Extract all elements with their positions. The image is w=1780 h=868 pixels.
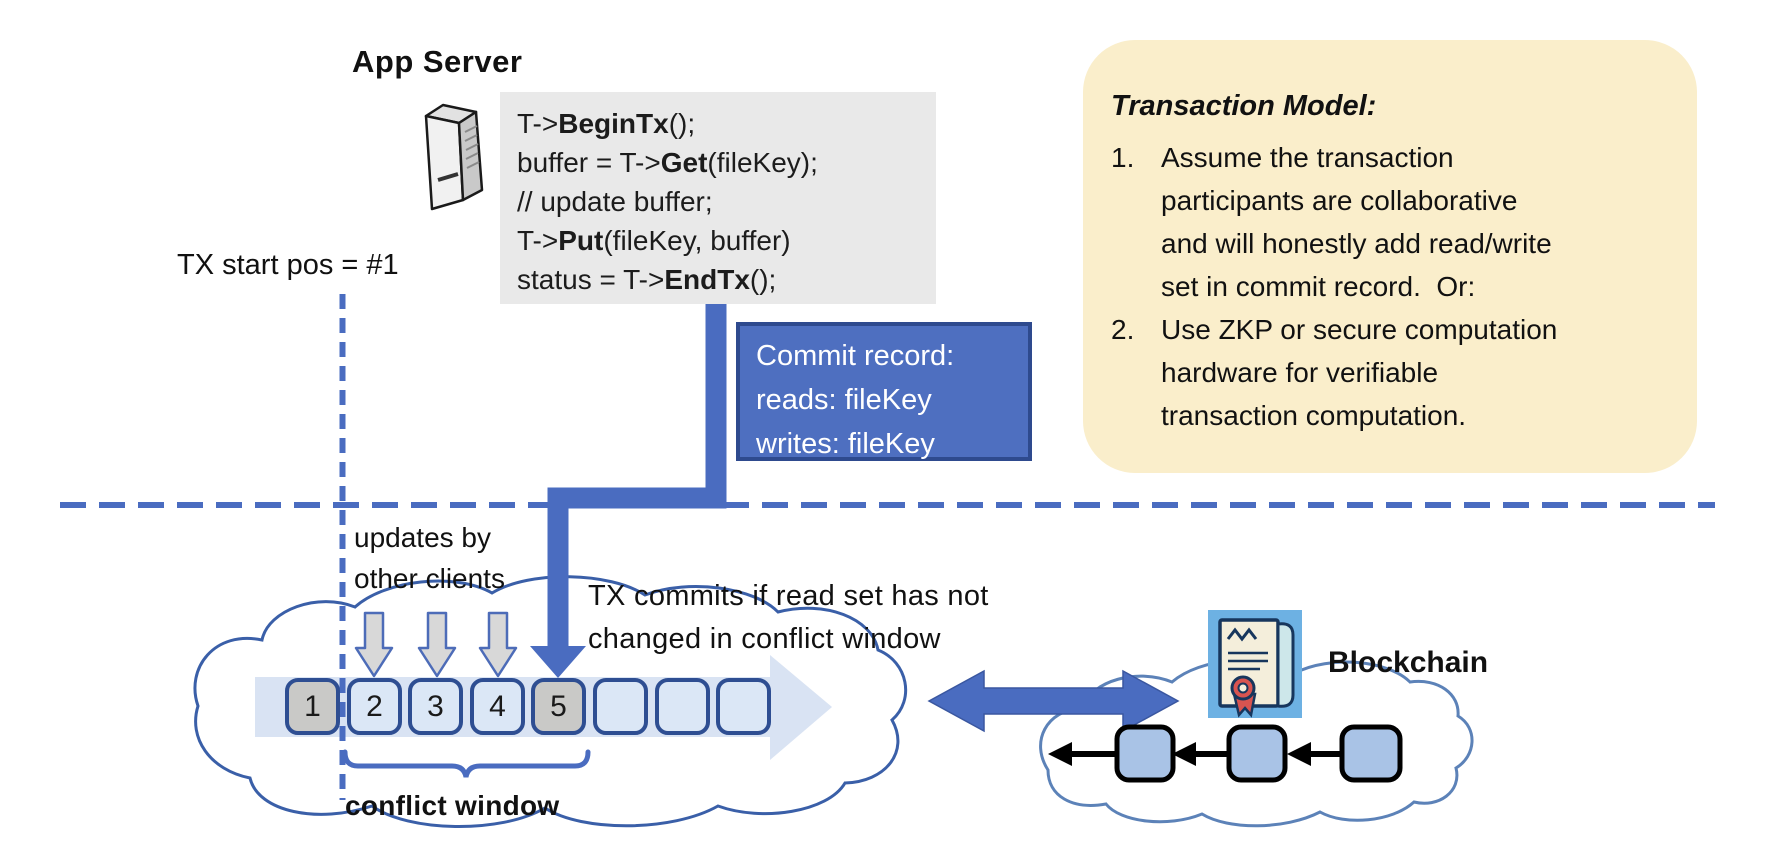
commit-record-line: reads: fileKey (756, 384, 932, 416)
timeline-band-arrowhead (770, 655, 832, 760)
code-line: T->Put(fileKey, buffer) (517, 225, 791, 256)
code-line: // update buffer; (517, 186, 713, 217)
commit-record-line: Commit record: (756, 340, 955, 372)
code-line: status = T->EndTx(); (517, 264, 777, 295)
ledger-slot-3: 3 (408, 678, 463, 735)
update-arrow-icon (417, 611, 457, 678)
update-arrows (354, 611, 518, 678)
conflict-window-brace (342, 749, 591, 778)
update-arrow-icon (478, 611, 518, 678)
ledger-slot-7 (655, 678, 710, 735)
transaction-code: T->BeginTx(); buffer = T->Get(fileKey); … (500, 92, 936, 299)
block (1114, 724, 1176, 783)
code-line: buffer = T->Get(fileKey); (517, 147, 818, 178)
code-line: T->BeginTx(); (517, 108, 696, 139)
certificate-scroll-icon (1208, 610, 1302, 718)
updates-by-other-clients-label: updates by other clients (354, 522, 505, 594)
app-server-label: App Server (352, 44, 523, 79)
tx-commits-label: TX commits if read set has not changed i… (588, 580, 989, 655)
ledger-slot-4: 4 (470, 678, 525, 735)
ledger-slot-1: 1 (285, 678, 340, 735)
transaction-model-list: 1. Assume the transaction participants a… (1111, 136, 1671, 437)
ledger-slot-6 (593, 678, 648, 735)
commit-record-box: Commit record: reads: fileKey writes: fi… (736, 322, 1032, 461)
transaction-model-note: Transaction Model: 1. Assume the transac… (1083, 40, 1697, 473)
conflict-window-label: conflict window (345, 790, 560, 821)
commit-flow-elbow-arrow (547, 300, 727, 650)
commit-record-text: Commit record: reads: fileKey writes: fi… (740, 326, 1028, 466)
commit-record-line: writes: fileKey (756, 428, 935, 460)
transaction-code-box: T->BeginTx(); buffer = T->Get(fileKey); … (500, 92, 936, 304)
ledger-slot-5: 5 (531, 678, 586, 735)
block (1339, 724, 1403, 783)
blockchain-label: Blockchain (1328, 646, 1489, 679)
update-arrow-icon (354, 611, 394, 678)
block (1226, 724, 1288, 783)
chain-links (1048, 742, 1344, 766)
tx-start-pos-label: TX start pos = #1 (177, 249, 399, 281)
blockchain-blocks (1114, 724, 1403, 783)
list-item: 2. Use ZKP or secure computation hardwar… (1111, 314, 1558, 431)
sync-double-arrow (927, 669, 1180, 733)
commit-flow-arrowhead (530, 646, 586, 678)
ledger-slot-2: 2 (347, 678, 402, 735)
list-item: 1. Assume the transaction participants a… (1111, 142, 1552, 302)
server-tower-icon (424, 103, 484, 211)
transaction-model-title: Transaction Model: (1111, 90, 1377, 122)
ledger-slot-8 (716, 678, 771, 735)
